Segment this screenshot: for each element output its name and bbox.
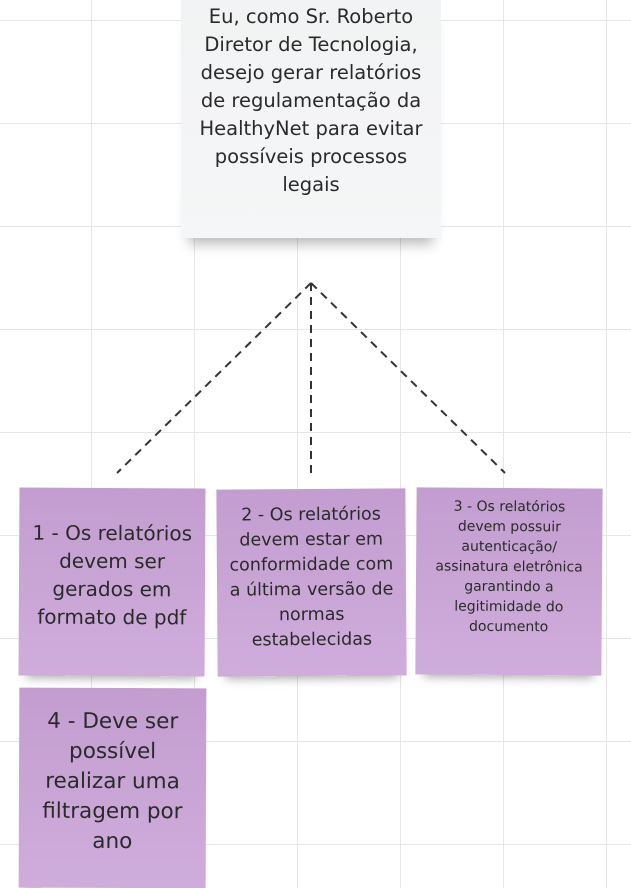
requirement-sticky-note-3[interactable]: 3 - Os relatórios devem possuir autentic… [415, 487, 603, 676]
requirement-text-1: 1 - Os relatórios devem ser gerados em f… [32, 520, 193, 630]
requirement-sticky-note-2[interactable]: 2 - Os relatórios devem estar em conform… [216, 488, 407, 677]
requirement-sticky-note-4[interactable]: 4 - Deve ser possível realizar uma filtr… [18, 687, 207, 888]
user-story-text: Eu, como Sr. Roberto Diretor de Tecnolog… [199, 5, 423, 196]
requirement-sticky-note-1[interactable]: 1 - Os relatórios devem ser gerados em f… [18, 487, 206, 677]
requirement-text-3: 3 - Os relatórios devem possuir autentic… [435, 498, 583, 635]
requirement-text-4: 4 - Deve ser possível realizar uma filtr… [42, 708, 183, 855]
connector-to-note-3 [310, 282, 506, 474]
connector-to-note-1 [116, 282, 312, 474]
requirement-text-2: 2 - Os relatórios devem estar em conform… [229, 504, 394, 650]
user-story-sticky-note[interactable]: Eu, como Sr. Roberto Diretor de Tecnolog… [181, 0, 441, 238]
